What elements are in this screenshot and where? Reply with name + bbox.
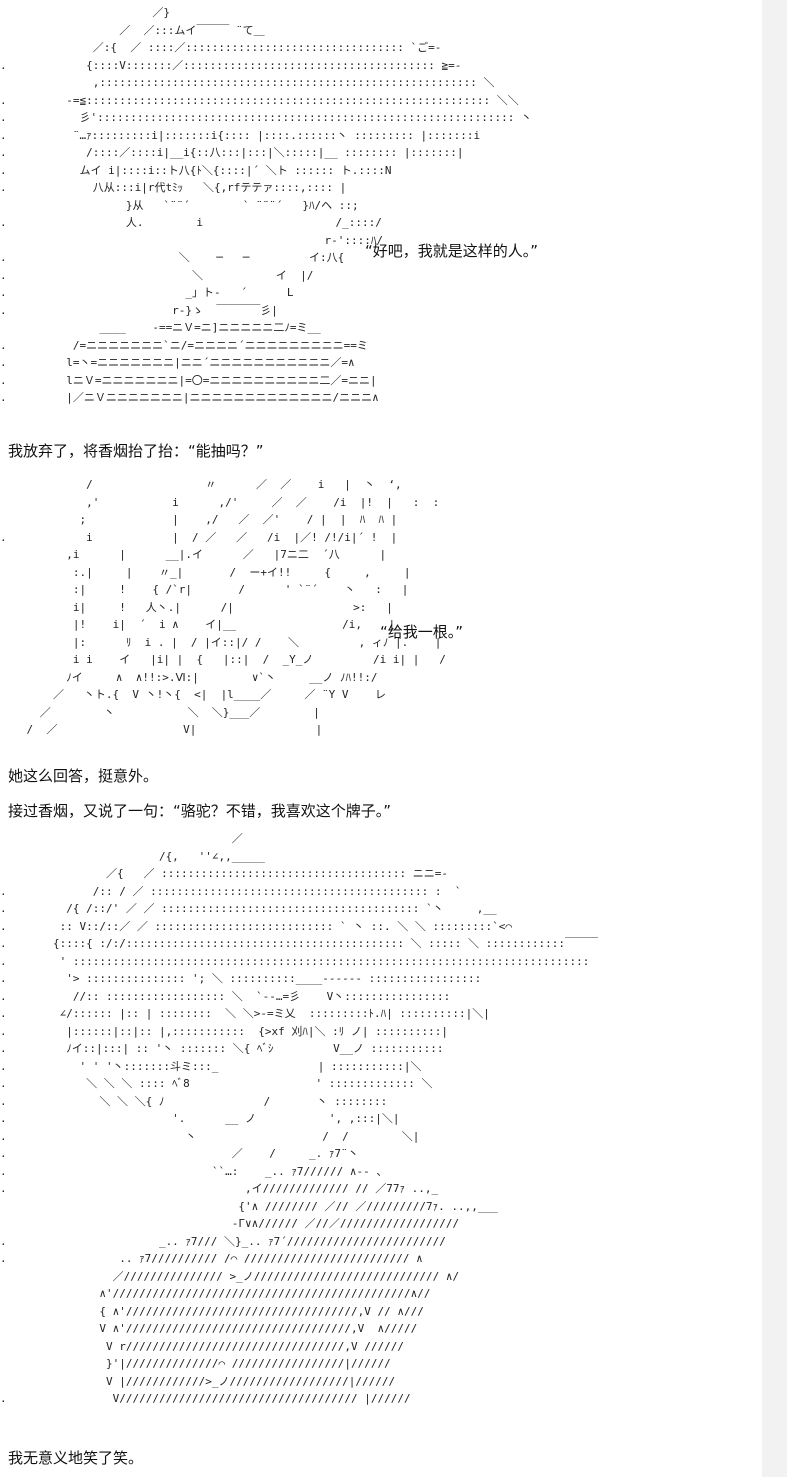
speech-line-woman: “给我一根。” xyxy=(380,623,464,641)
ascii-art-woman: / 〃 ／ ／ i | 丶 ‘, ,' i ,/' ／ ／ /i |! | : … xyxy=(0,478,446,736)
speech-line-man: “好吧，我就是这样的人。” xyxy=(365,242,539,260)
ascii-art-man-speaking: ／} ／ ／:::ムイ￣￣￣ ¨て＿ ／:{ ／ ::::／::::::::::… xyxy=(0,6,532,404)
narration-line: 她这么回答，挺意外。 xyxy=(8,767,159,785)
narration-line: 我无意义地笑了笑。 xyxy=(8,1449,144,1467)
narration-line: 我放弃了，将香烟抬了抬：“能抽吗？” xyxy=(8,442,264,460)
page-canvas: ／} ／ ／:::ムイ￣￣￣ ¨て＿ ／:{ ／ ::::／::::::::::… xyxy=(0,6,599,1467)
ascii-art-man-smiling: ／ /{, ''∠,,_____ ／{ ／ ::::::::::::::::::… xyxy=(0,832,599,1405)
page-edge xyxy=(762,0,787,1477)
narration-line: 接过香烟，又说了一句：“骆驼？不错，我喜欢这个牌子。” xyxy=(8,802,392,820)
